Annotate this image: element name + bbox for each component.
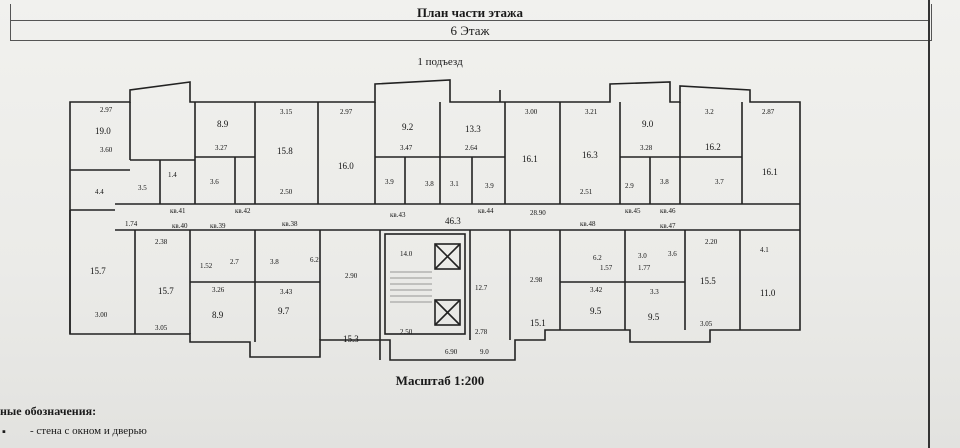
room-dim: 3.28 <box>640 144 653 152</box>
room-area-6: 13.3 <box>465 124 481 134</box>
room-area-b6: 15.1 <box>530 318 546 328</box>
room-area-b8: 9.5 <box>648 312 660 322</box>
room-area-b1: 15.7 <box>90 266 106 276</box>
room-dim: 2.98 <box>530 276 543 284</box>
room-dim: 2.87 <box>762 108 775 116</box>
floor-plan-drawing: 19.0 2.97 3.60 8.9 3.27 15.8 3.15 2.50 1… <box>69 79 801 361</box>
room-dim: 3.05 <box>155 324 168 332</box>
small-room: 3.9 <box>385 178 394 186</box>
room-dim: 2.97 <box>100 106 113 114</box>
small-room: 6.2 <box>310 256 319 264</box>
room-dim: 3.60 <box>100 146 113 154</box>
apartment-label: кв.48 <box>580 220 596 228</box>
legend-title: ные обозначения: <box>0 404 97 418</box>
room-dim: 2.97 <box>340 108 353 116</box>
sheet-edge <box>928 0 930 448</box>
scale-label: Масштаб 1:200 <box>395 373 485 388</box>
room-area-10: 16.2 <box>705 142 721 152</box>
apartment-label: кв.46 <box>660 207 676 215</box>
room-area-b10: 11.0 <box>760 288 776 298</box>
room-dim: 3.21 <box>585 108 598 116</box>
room-dim: 3.15 <box>280 108 293 116</box>
stair-dim: 2.78 <box>475 328 488 336</box>
room-dim: 3.2 <box>705 108 714 116</box>
room-area-b2: 15.7 <box>158 286 174 296</box>
title-divider <box>10 20 930 21</box>
apartment-label: кв.44 <box>478 207 494 215</box>
small-room: 3.9 <box>485 182 494 190</box>
apartment-label: кв.43 <box>390 211 406 219</box>
small-room: 3.0 <box>638 252 647 260</box>
room-area-b7: 9.5 <box>590 306 602 316</box>
room-dim: 2.50 <box>280 188 293 196</box>
room-dim: 3.3 <box>650 288 659 296</box>
room-area-9: 9.0 <box>642 119 654 129</box>
small-room: 3.8 <box>270 258 279 266</box>
stair-dim: 9.0 <box>480 348 489 356</box>
room-dim: 2.51 <box>580 188 593 196</box>
apartment-label: кв.42 <box>235 207 251 215</box>
apartment-label: кв.45 <box>625 207 641 215</box>
stair-area: 14.0 <box>400 250 413 258</box>
room-dim: 3.00 <box>525 108 538 116</box>
small-room: 3.5 <box>138 184 147 192</box>
small-room: 3.6 <box>210 178 219 186</box>
room-dim: 3.47 <box>400 144 413 152</box>
small-room: 1.4 <box>168 171 177 179</box>
small-room: 3.6 <box>668 250 677 258</box>
room-area-b5: 15.3 <box>343 334 359 344</box>
room-area-8: 16.3 <box>582 150 598 160</box>
room-dim: 2.64 <box>465 144 478 152</box>
room-area-b4: 9.7 <box>278 306 290 316</box>
apartment-label: кв.47 <box>660 222 676 230</box>
stair-dim: 2.50 <box>400 328 413 336</box>
room-dim: 2.38 <box>155 238 168 246</box>
small-room: 3.1 <box>450 180 459 188</box>
title-frame <box>10 4 932 41</box>
small-room: 4.1 <box>760 246 769 254</box>
apartment-label: кв.40 <box>172 222 188 230</box>
room-area-3: 15.8 <box>277 146 293 156</box>
room-dim: 3.42 <box>590 286 603 294</box>
legend-item: - стена с окном и дверью <box>30 425 147 437</box>
room-area-b3: 8.9 <box>212 310 224 320</box>
room-area-5: 9.2 <box>402 122 413 132</box>
room-area-11: 16.1 <box>762 167 778 177</box>
small-room: 1.57 <box>600 264 613 272</box>
apartment-label: кв.39 <box>210 222 226 230</box>
small-room: 3.8 <box>660 178 669 186</box>
apartment-label: кв.38 <box>282 220 298 228</box>
small-room: 6.2 <box>593 254 602 262</box>
room-dim: 3.26 <box>212 286 225 294</box>
small-room: 4.4 <box>95 188 104 196</box>
small-room: 1.52 <box>200 262 213 270</box>
corridor-area: 46.3 <box>445 216 461 226</box>
entrance-label: 1 подъезд <box>417 56 463 68</box>
room-area-b9: 15.5 <box>700 276 716 286</box>
small-room: 2.7 <box>230 258 239 266</box>
room-dim: 3.43 <box>280 288 293 296</box>
room-dim: 3.27 <box>215 144 228 152</box>
room-dim: 3.00 <box>95 311 108 319</box>
apartment-label: кв.41 <box>170 207 186 215</box>
plan-title: План части этажа <box>417 5 523 20</box>
room-area-7: 16.1 <box>522 154 538 164</box>
room-dim: 3.05 <box>700 320 713 328</box>
stair-dim: 6.90 <box>445 348 458 356</box>
room-area-1: 19.0 <box>95 126 111 136</box>
small-room: 1.77 <box>638 264 651 272</box>
corridor-length: 28.90 <box>530 209 546 217</box>
small-room: 2.9 <box>625 182 634 190</box>
legend-marker: ▪ <box>2 426 6 438</box>
stair-area: 12.7 <box>475 284 488 292</box>
room-area-2: 8.9 <box>217 119 229 129</box>
floor-label: 6 Этаж <box>450 23 490 38</box>
room-dim: 2.20 <box>705 238 718 246</box>
small-room: 1.74 <box>125 220 138 228</box>
small-room: 3.8 <box>425 180 434 188</box>
room-dim: 2.90 <box>345 272 358 280</box>
small-room: 3.7 <box>715 178 724 186</box>
room-area-4: 16.0 <box>338 161 354 171</box>
